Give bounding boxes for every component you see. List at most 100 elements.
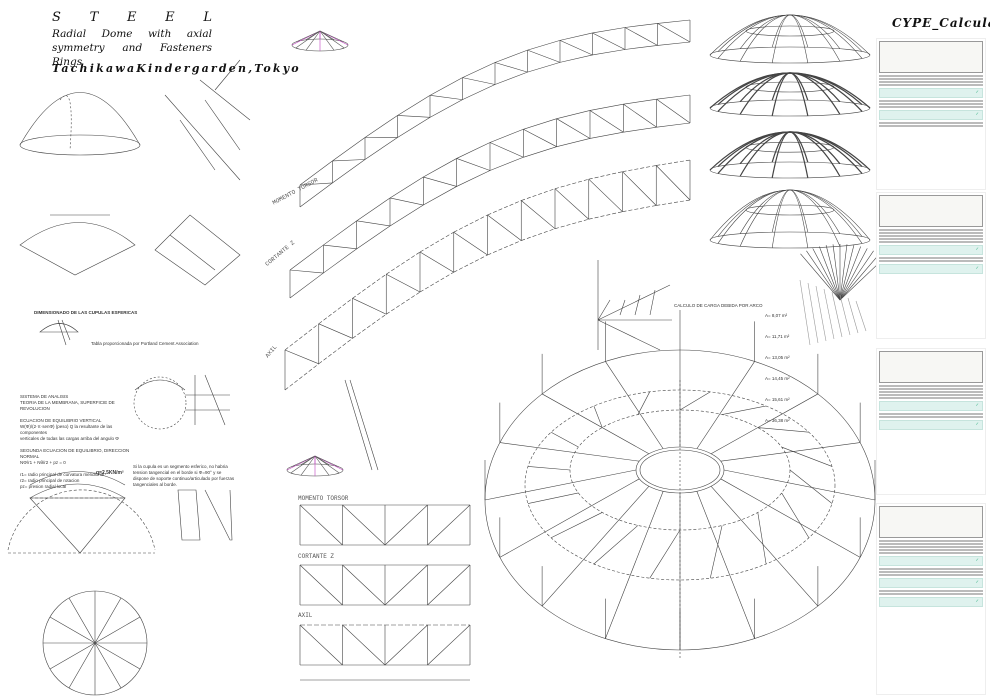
- drawing-line: [624, 45, 658, 50]
- dome-rib: [789, 131, 863, 167]
- drawing-line: [815, 285, 827, 342]
- drawing-line: [352, 313, 387, 339]
- dome-rib: [771, 189, 791, 248]
- radial-fan-diagram: [799, 244, 886, 346]
- check-ok: ✓: [879, 556, 983, 566]
- drawing-line: [386, 251, 421, 275]
- drawing-line: [656, 159, 691, 166]
- drawing-line: [559, 40, 593, 56]
- drawing-line: [559, 32, 593, 41]
- drawing-line: [499, 442, 640, 462]
- section-table: [879, 41, 983, 73]
- dome-rib: [717, 131, 791, 174]
- area-list: A= 8,07 m² A= 11,71 m² A= 13,05 m² A= 14…: [765, 300, 790, 437]
- drawing-ellipse: [709, 99, 871, 117]
- drawing-line: [521, 188, 556, 201]
- drawing-line: [299, 624, 343, 666]
- drawing-line: [710, 486, 819, 607]
- drawing-line: [352, 298, 387, 315]
- drawing-line: [284, 349, 319, 365]
- drawing-line: [696, 491, 755, 639]
- title-letter: L: [203, 10, 212, 25]
- drawing-line: [344, 379, 373, 471]
- drawing-line: [290, 455, 316, 468]
- dome-plan: [484, 310, 876, 660]
- drawing-line: [94, 642, 141, 670]
- title-letter: E: [126, 10, 137, 25]
- drawing-line: [299, 564, 343, 606]
- dome-rib: [739, 72, 791, 103]
- drawing-line: [487, 240, 522, 256]
- drawing-line: [453, 231, 488, 256]
- drawing-line: [839, 246, 861, 301]
- drawing-line: [605, 491, 664, 639]
- drawing-ellipse: [745, 81, 835, 93]
- drawing-line: [556, 138, 591, 147]
- drawing-line: [556, 110, 591, 119]
- drawing-line: [527, 49, 561, 63]
- drawing-line: [323, 248, 357, 274]
- drawing-line: [453, 214, 488, 233]
- drawing-line: [720, 478, 861, 558]
- arch-truss-diagrams: [284, 19, 691, 471]
- drawing-line: [419, 251, 454, 273]
- drawing-line: [624, 23, 658, 28]
- dome-rib: [709, 14, 791, 56]
- drawing-line: [656, 94, 691, 100]
- drawing-line: [823, 288, 835, 340]
- drawing-line: [554, 218, 589, 229]
- dome-rib: [789, 189, 863, 237]
- drawing-line: [554, 178, 589, 189]
- drawing-line: [389, 204, 424, 227]
- stress-diagrams: [177, 489, 233, 541]
- drawing-line: [300, 455, 316, 466]
- section-table: [879, 195, 983, 227]
- drawing-line: [49, 616, 96, 644]
- dome-rib: [739, 14, 791, 49]
- drawing-line: [696, 361, 755, 449]
- drawing-line: [384, 504, 428, 546]
- drawing-line: [559, 54, 593, 63]
- dome-rib: [739, 14, 791, 62]
- drawing-line: [319, 30, 335, 51]
- drawing-line: [423, 158, 457, 178]
- check-ok: ✓: [879, 110, 983, 120]
- drawing-line: [332, 137, 366, 162]
- drawing-line: [855, 300, 867, 332]
- drawing-ellipse: [745, 141, 835, 153]
- dome-rib: [717, 72, 791, 112]
- dome-rib: [789, 14, 841, 62]
- drawing-line: [781, 446, 833, 467]
- drawing-line: [289, 244, 324, 271]
- drawing-line: [494, 71, 528, 85]
- dome-icons: [286, 30, 349, 477]
- drawing-line: [305, 30, 321, 51]
- drawing-line: [94, 597, 122, 644]
- drawing-line: [332, 159, 366, 162]
- drawing-line: [300, 455, 316, 476]
- drawing-line: [289, 272, 324, 299]
- drawing-line: [623, 126, 657, 133]
- drawing-line: [389, 197, 424, 206]
- drawing-line: [487, 214, 522, 241]
- load-label: q=2,5KN/m²: [96, 470, 124, 476]
- area-value: A= 11,71 m²: [765, 333, 790, 339]
- drawing-line: [839, 250, 874, 301]
- area-value: A= 14,45 m²: [765, 375, 790, 381]
- drawing-line: [314, 455, 340, 468]
- drawing-line: [462, 84, 496, 100]
- drawing-line: [622, 171, 657, 206]
- check-ok: ✓: [879, 264, 983, 274]
- title-letter: S: [52, 10, 61, 25]
- section-sketch-2: [154, 214, 241, 286]
- segment-note: Si la cupula es un segmento esferico, no…: [133, 464, 235, 487]
- drawing-line: [588, 171, 623, 180]
- drawing-line: [295, 30, 321, 43]
- drawing-line: [499, 478, 640, 558]
- drawing-line: [364, 137, 398, 160]
- drawing-line: [289, 269, 324, 274]
- title-letter: E: [165, 10, 175, 25]
- drawing-ellipse: [745, 25, 835, 37]
- project-location: TachikawaKindergarden,Tokyo: [52, 62, 301, 75]
